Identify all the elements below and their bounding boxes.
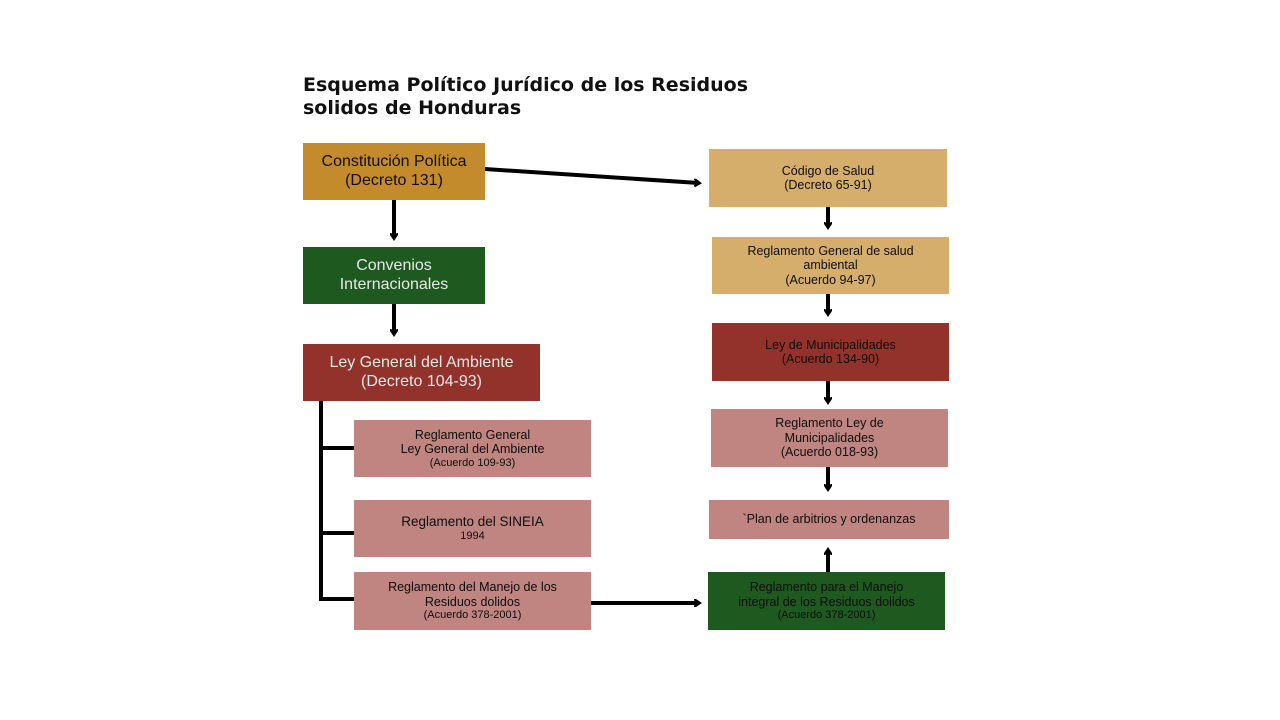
node-label: (Acuerdo 018-93) (780, 445, 879, 460)
node-label: Reglamento Ley de (775, 416, 884, 431)
node-label: ambiental (803, 258, 858, 273)
node-ley-general-ambiente: Ley General del Ambiente (Decreto 104-93… (303, 344, 540, 401)
node-reglamento-manejo-residuos: Reglamento del Manejo de los Residuos do… (354, 572, 591, 630)
node-label: Ley de Municipalidades (765, 337, 896, 352)
node-ley-municipalidades: Ley de Municipalidades (Acuerdo 134-90) (712, 323, 949, 381)
page-title: Esquema Político Jurídico de los Residuo… (303, 74, 783, 120)
node-constitucion-politica: Constitución Política (Decreto 131) (303, 143, 485, 200)
node-label: Código de Salud (781, 163, 875, 178)
title-line-2: solidos de Honduras (303, 97, 522, 119)
node-reglamento-salud-ambiental: Reglamento General de salud ambiental (A… (712, 237, 949, 294)
arrow-constitucion-to-codigo-salud (484, 167, 699, 183)
node-label: 1994 (460, 529, 485, 542)
node-label: Reglamento General (414, 427, 531, 442)
node-label: Reglamento del Manejo de los (388, 580, 557, 595)
node-codigo-salud: Código de Salud (Decreto 65-91) (709, 149, 947, 207)
node-label: Reglamento General de salud (747, 243, 914, 258)
node-reglamento-sineia: Reglamento del SINEIA 1994 (354, 500, 591, 557)
node-label: (Acuerdo 109-93) (429, 456, 516, 469)
node-convenios-internacionales: Convenios Internacionales (303, 247, 485, 304)
node-label: Internacionales (339, 275, 449, 293)
node-label: Ley General del Ambiente (400, 442, 545, 457)
node-reglamento-ley-municipalidades: Reglamento Ley de Municipalidades (Acuer… (711, 409, 948, 467)
node-label: Constitución Política (321, 153, 467, 171)
node-label: (Acuerdo 378-2001) (777, 609, 876, 622)
node-reglamento-manejo-integral: Reglamento para el Manejo integral de lo… (708, 572, 945, 630)
node-label: (Decreto 131) (345, 171, 443, 189)
node-label: Municipalidades (784, 430, 875, 445)
node-label: Reglamento del SINEIA (401, 514, 544, 530)
title-line-1: Esquema Político Jurídico de los Residuo… (303, 74, 749, 96)
node-label: (Decreto 65-91) (784, 178, 872, 192)
node-label: integral de los Residuos dolidos (738, 594, 915, 609)
node-plan-arbitrios: `Plan de arbitrios y ordenanzas (709, 500, 949, 539)
node-label: (Acuerdo 378-2001) (423, 609, 522, 622)
node-label: Residuos dolidos (424, 594, 521, 609)
node-label: (Acuerdo 94-97) (785, 272, 876, 287)
node-reglamento-general-ambiente: Reglamento General Ley General del Ambie… (354, 420, 591, 477)
node-label: (Decreto 104-93) (361, 372, 482, 390)
node-label: (Acuerdo 134-90) (781, 352, 880, 366)
node-label: Convenios (356, 257, 432, 275)
node-label: `Plan de arbitrios y ordenanzas (742, 512, 916, 527)
node-label: Ley General del Ambiente (329, 354, 514, 372)
node-label: Reglamento para el Manejo (749, 580, 904, 595)
